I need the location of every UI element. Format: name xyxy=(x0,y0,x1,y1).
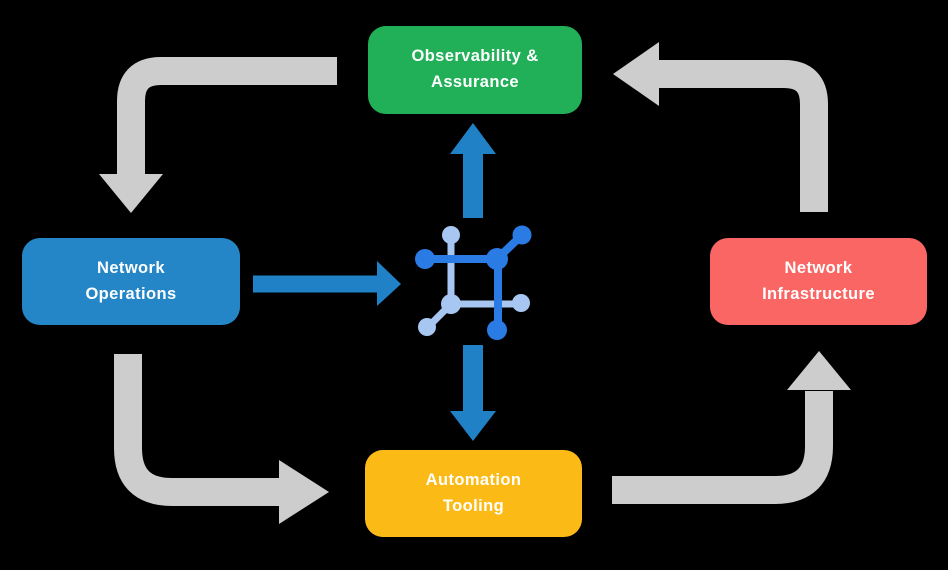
icon-light-links xyxy=(418,226,530,336)
spoke-arrow-operations-to-center xyxy=(253,261,401,306)
spoke-arrow-center-to-observability xyxy=(450,123,496,218)
node-automation-tooling: Automation Tooling xyxy=(365,450,582,537)
node-observability-assurance: Observability & Assurance xyxy=(368,26,582,114)
icon-dark-links xyxy=(415,225,532,340)
cycle-arrow-automation-to-infrastructure xyxy=(612,351,851,504)
node-network-infrastructure: Network Infrastructure xyxy=(710,238,927,325)
node-network-infrastructure-label: Network Infrastructure xyxy=(762,258,875,303)
node-network-operations-label: Network Operations xyxy=(85,258,177,303)
cycle-arrow-infrastructure-to-observability xyxy=(613,42,828,212)
cycle-arrow-observability-to-operations xyxy=(99,57,337,213)
cycle-arrow-operations-to-automation xyxy=(114,354,329,524)
node-network-operations: Network Operations xyxy=(22,238,240,325)
node-observability-assurance-label: Observability & Assurance xyxy=(411,47,539,91)
spoke-arrow-center-to-automation xyxy=(450,345,496,441)
node-automation-tooling-label: Automation Tooling xyxy=(425,470,522,515)
network-mesh-icon xyxy=(415,225,532,340)
